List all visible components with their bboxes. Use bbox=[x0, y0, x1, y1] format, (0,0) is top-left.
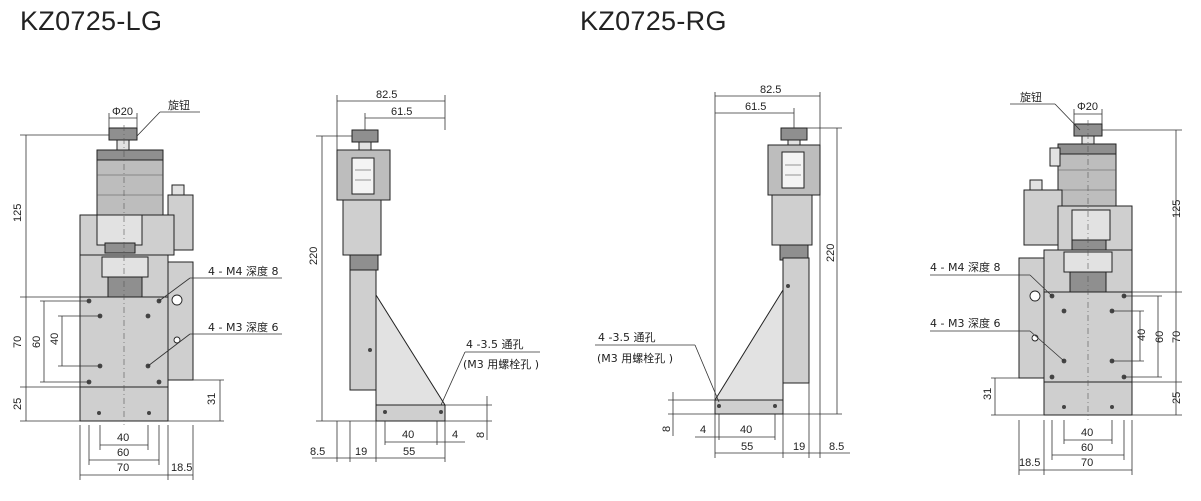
rg-dim-55: 55 bbox=[741, 441, 753, 453]
lg-label-m3: 4 - M3 深度 6 bbox=[208, 320, 278, 334]
rg-side-base bbox=[714, 399, 784, 415]
rg-dim-70: 70 bbox=[1171, 331, 1183, 343]
lg-dim-knob-dia: Φ20 bbox=[112, 106, 133, 118]
lg-dim-40-side: 40 bbox=[402, 429, 414, 441]
lg-dim-220: 220 bbox=[308, 247, 320, 265]
rg-label-m4: 4 - M4 深度 8 bbox=[930, 260, 1000, 274]
lg-dim-18-5: 18.5 bbox=[171, 462, 192, 474]
rg-dim-220: 220 bbox=[825, 244, 837, 262]
rg-label-through-hole: 4 -3.5 通孔 bbox=[598, 331, 655, 344]
lg-dim-61-5: 61.5 bbox=[391, 106, 412, 118]
rg-front-side-block bbox=[1023, 189, 1063, 246]
lg-label-through-hole-note: (M3 用螺栓孔 ) bbox=[463, 357, 539, 371]
lg-front-view bbox=[79, 125, 194, 425]
rg-front-dimensions: Φ20 旋钮 125 70 60 40 25 31 bbox=[930, 90, 1183, 475]
rg-dim-40h: 40 bbox=[1081, 427, 1093, 439]
lg-dim-55: 55 bbox=[403, 446, 415, 458]
lg-dim-82-5: 82.5 bbox=[376, 89, 397, 101]
lg-side-knob bbox=[351, 129, 379, 143]
rg-dim-125: 125 bbox=[1171, 200, 1183, 218]
rg-dim-8-5: 8.5 bbox=[829, 441, 844, 453]
rg-side-dimensions: 82.5 61.5 220 55 19 8.5 40 4 8 4 -3.5 通孔… bbox=[595, 84, 850, 458]
lg-dim-40v: 40 bbox=[49, 333, 61, 345]
lg-dim-8-5: 8.5 bbox=[310, 446, 325, 458]
rg-dim-25: 25 bbox=[1171, 392, 1183, 404]
rg-dim-31: 31 bbox=[982, 388, 994, 400]
rg-dim-knob-dia: Φ20 bbox=[1077, 101, 1098, 113]
title-kz0725-rg: KZ0725-RG bbox=[580, 6, 727, 36]
lg-side-column bbox=[349, 269, 377, 391]
lg-dim-40h: 40 bbox=[117, 432, 129, 444]
rg-front-view bbox=[1018, 120, 1133, 420]
lg-label-m4: 4 - M4 深度 8 bbox=[208, 264, 278, 278]
lg-dim-4: 4 bbox=[452, 429, 458, 441]
rg-dim-82-5: 82.5 bbox=[760, 84, 781, 96]
title-kz0725-lg: KZ0725-LG bbox=[20, 6, 163, 36]
rg-side-knob bbox=[780, 127, 808, 141]
lg-dim-31: 31 bbox=[206, 393, 218, 405]
rg-dim-4: 4 bbox=[700, 424, 706, 436]
rg-dim-70h: 70 bbox=[1081, 457, 1093, 469]
rg-dim-19: 19 bbox=[793, 441, 805, 453]
rg-side-column bbox=[782, 257, 810, 384]
rg-side-bracket bbox=[714, 288, 784, 401]
lg-side-base bbox=[375, 404, 446, 422]
rg-dim-60: 60 bbox=[1154, 331, 1166, 343]
rg-dim-8: 8 bbox=[661, 426, 673, 432]
rg-dim-60h: 60 bbox=[1081, 442, 1093, 454]
lg-label-knob: 旋钮 bbox=[168, 98, 190, 112]
lg-side-dimensions: 82.5 61.5 220 8.5 19 55 40 4 8 4 -3.5 通孔… bbox=[308, 89, 540, 462]
lg-dim-125: 125 bbox=[12, 204, 24, 222]
lg-front-knob bbox=[108, 127, 138, 141]
rg-side-view bbox=[714, 127, 821, 415]
lg-front-dimensions: Φ20 旋钮 125 70 60 40 25 31 bbox=[12, 98, 282, 480]
rg-dim-40v: 40 bbox=[1136, 329, 1148, 341]
rg-dim-18-5: 18.5 bbox=[1019, 457, 1040, 469]
rg-label-knob: 旋钮 bbox=[1020, 90, 1042, 104]
lg-dim-8: 8 bbox=[475, 432, 487, 438]
lg-dim-60: 60 bbox=[31, 336, 43, 348]
lg-dim-70h: 70 bbox=[117, 462, 129, 474]
rg-dim-40-side: 40 bbox=[740, 424, 752, 436]
lg-side-view bbox=[336, 129, 446, 422]
lg-label-through-hole: 4 -3.5 通孔 bbox=[466, 338, 523, 351]
rg-dim-61-5: 61.5 bbox=[745, 101, 766, 113]
rg-label-through-hole-note: (M3 用螺栓孔 ) bbox=[597, 351, 673, 365]
lg-dim-19: 19 bbox=[355, 446, 367, 458]
lg-side-bracket bbox=[375, 293, 446, 406]
lg-dim-70: 70 bbox=[12, 336, 24, 348]
lg-dim-25: 25 bbox=[12, 398, 24, 410]
lg-dim-60h: 60 bbox=[117, 447, 129, 459]
rg-label-m3: 4 - M3 深度 6 bbox=[930, 316, 1000, 330]
